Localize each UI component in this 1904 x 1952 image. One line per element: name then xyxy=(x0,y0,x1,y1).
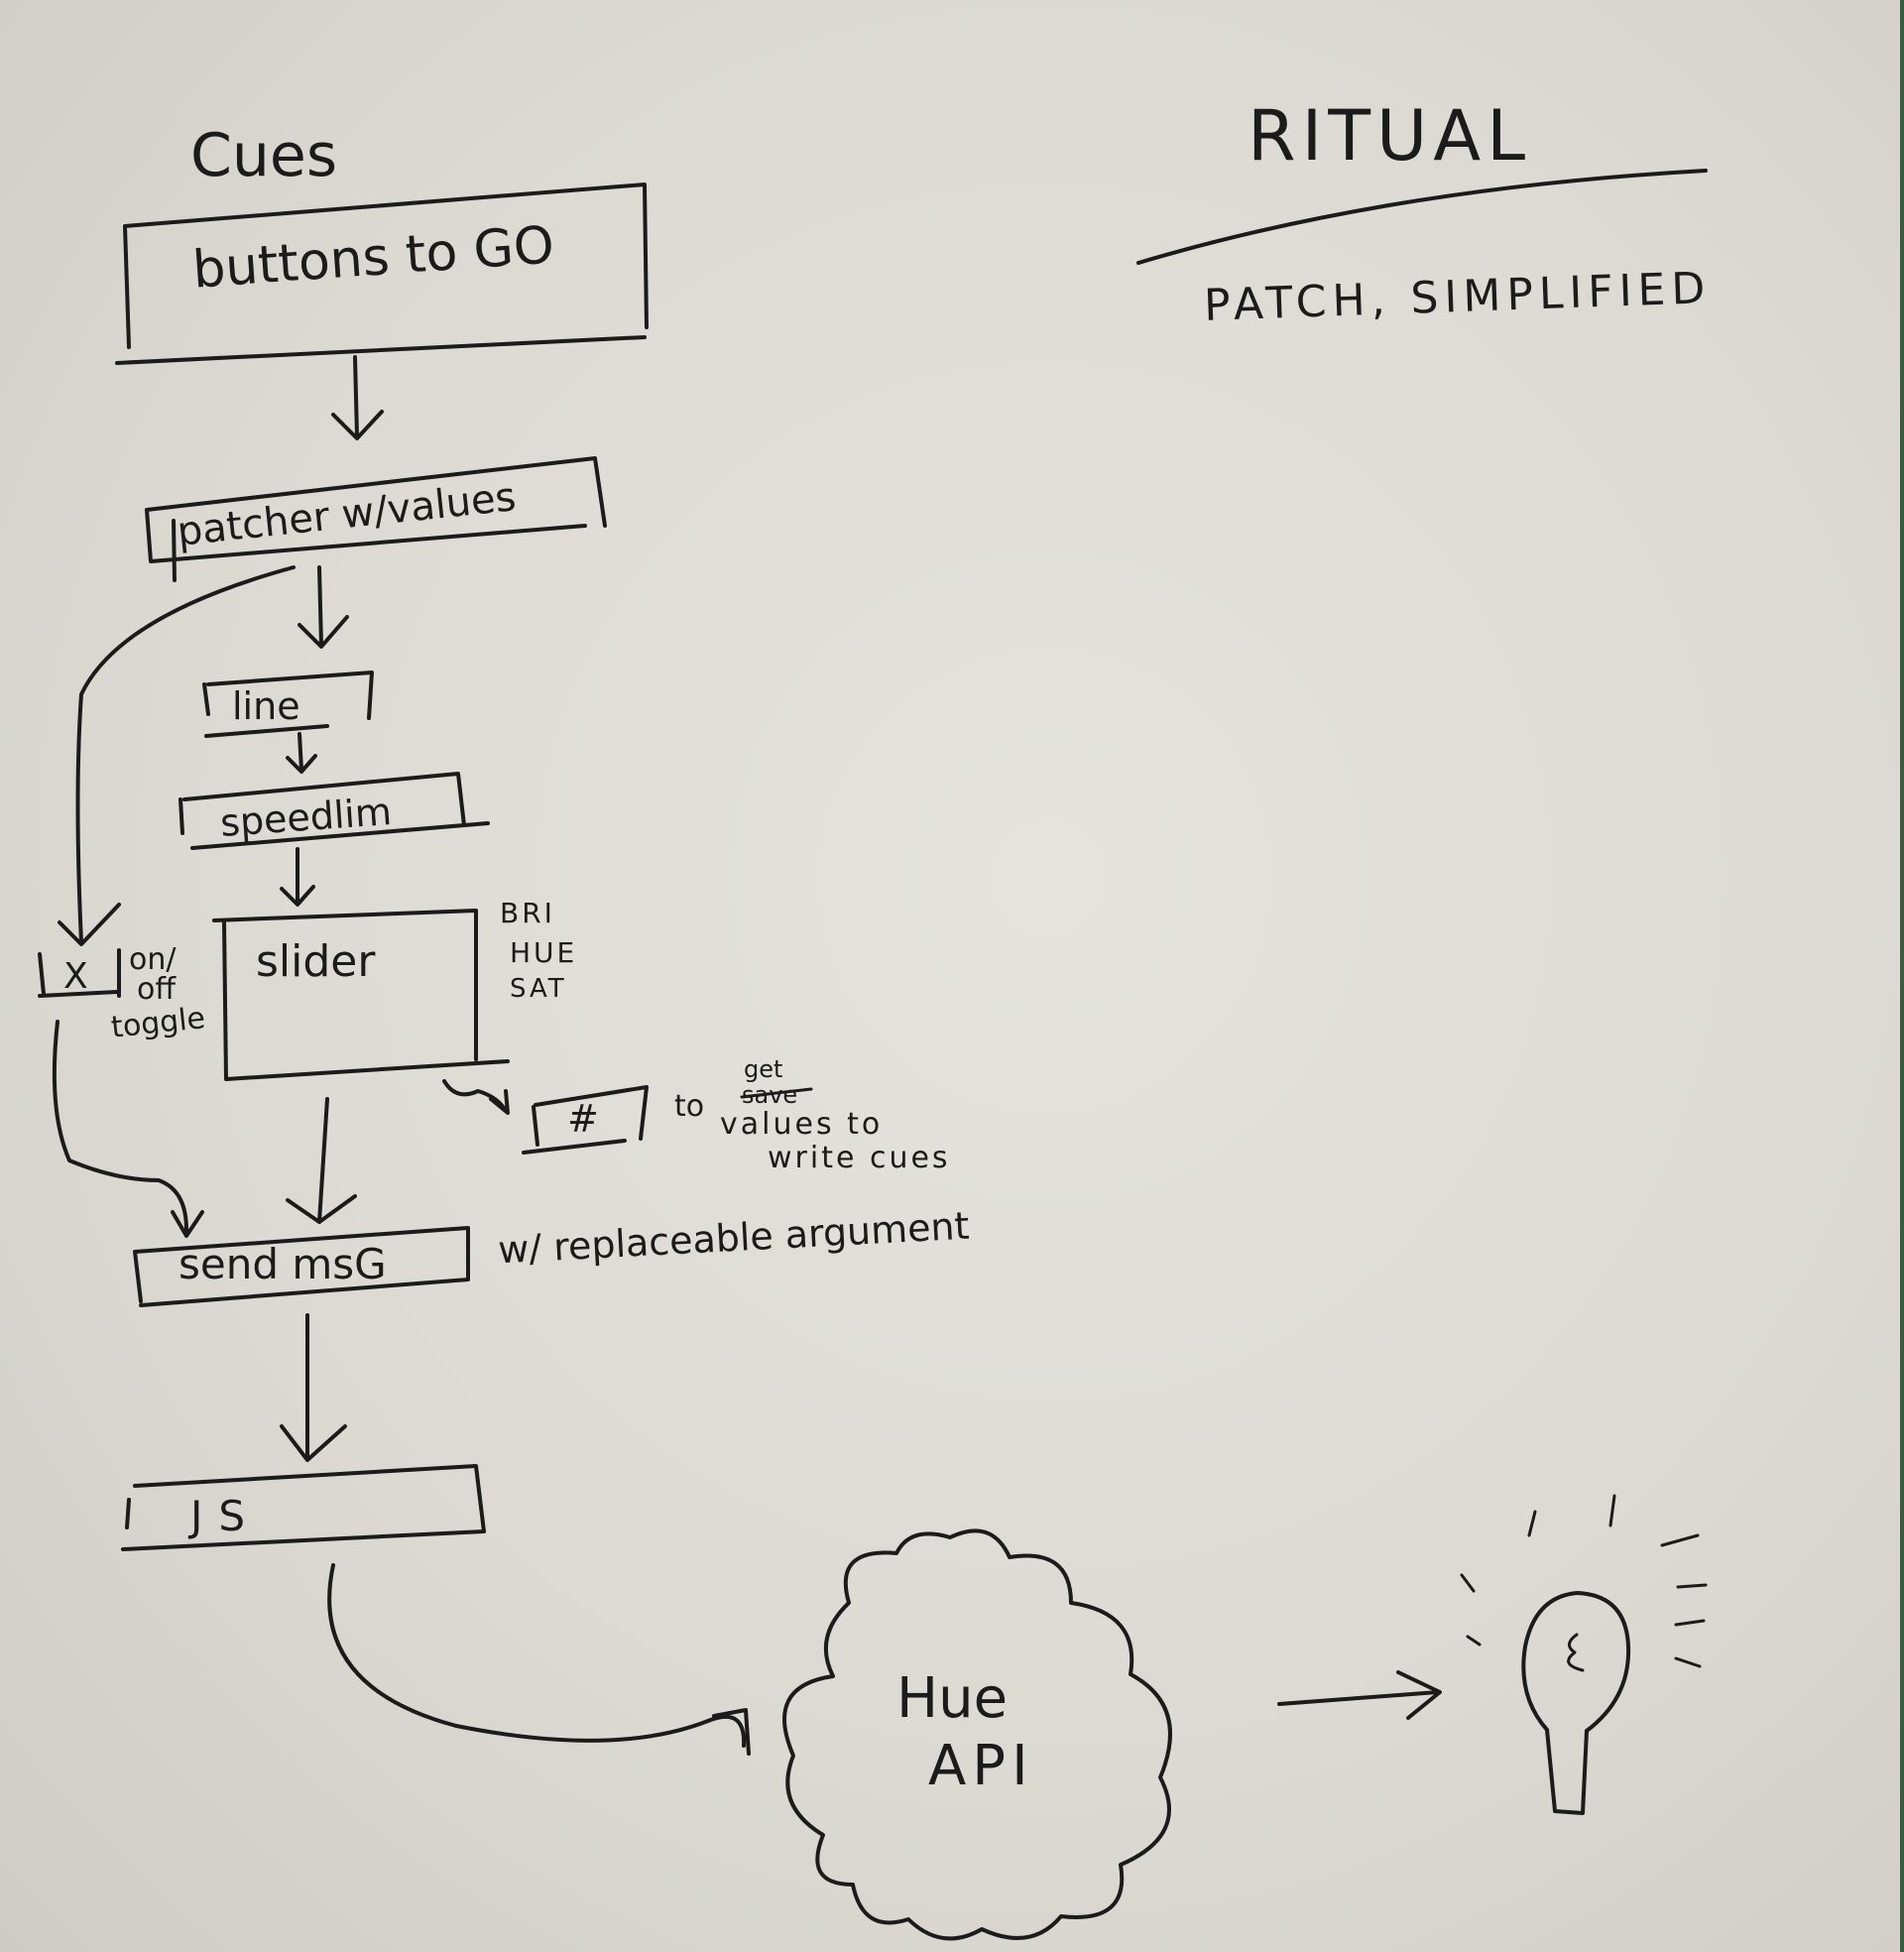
arrow-cloud-to-bulb xyxy=(1277,1670,1442,1720)
arrow-patcher-to-line xyxy=(298,565,349,649)
number-note-to: to xyxy=(674,1089,705,1124)
hue-api-label-2: API xyxy=(928,1734,1034,1798)
arrow-js-to-cloud xyxy=(327,1563,751,1756)
paper-edge xyxy=(1900,0,1904,1952)
speedlim-box xyxy=(178,772,490,850)
hue-api-label-1: Hue xyxy=(896,1666,1009,1731)
toggle-note-1: on/ xyxy=(129,942,177,977)
sendmsg-label: send msG xyxy=(178,1240,387,1288)
number-box xyxy=(522,1085,649,1155)
bulb-glass xyxy=(1521,1591,1631,1733)
arrow-line-to-speedlim xyxy=(286,732,317,774)
toggle-note-2: off xyxy=(137,972,177,1007)
arrow-patcher-to-toggle xyxy=(58,565,296,946)
js-box xyxy=(121,1464,486,1551)
number-note-line3: write cues xyxy=(768,1141,951,1175)
number-note-line2: values to xyxy=(720,1107,884,1142)
section-label: Cues xyxy=(190,121,338,190)
strikeout-line xyxy=(740,1087,813,1099)
slider-param-sat: SAT xyxy=(510,974,567,1004)
number-label: # xyxy=(567,1097,599,1141)
sendmsg-box xyxy=(133,1226,470,1307)
title-underline xyxy=(1136,169,1708,265)
arrow-buttons-to-patcher xyxy=(331,355,384,440)
number-note-get: get xyxy=(744,1055,783,1083)
slider-box xyxy=(212,909,510,1081)
arrow-slider-to-number xyxy=(442,1079,510,1115)
buttons-box xyxy=(115,183,649,365)
slider-label: slider xyxy=(256,936,376,987)
line-label: line xyxy=(232,684,300,728)
arrow-speedlim-to-slider xyxy=(280,847,315,907)
toggle-box xyxy=(38,948,121,998)
line-box xyxy=(202,671,374,738)
number-note-struck: save xyxy=(742,1081,798,1109)
slider-param-hue: HUE xyxy=(510,936,578,969)
bulb-base xyxy=(1545,1728,1589,1815)
slider-param-bri: BRI xyxy=(500,897,555,929)
toggle-label: X xyxy=(63,956,88,997)
arrow-send-to-js xyxy=(280,1313,347,1462)
arrow-slider-to-send xyxy=(286,1097,357,1224)
hue-api-cloud xyxy=(782,1528,1172,1941)
patcher-box xyxy=(145,456,607,582)
bulb-filament xyxy=(1567,1633,1585,1672)
arrow-toggle-to-send xyxy=(52,1020,204,1238)
lightbulb-icon xyxy=(1460,1494,1708,1815)
bulb-rays xyxy=(1460,1494,1708,1668)
js-label: JS xyxy=(190,1492,262,1540)
diagram-title: Ritual xyxy=(1248,95,1532,177)
